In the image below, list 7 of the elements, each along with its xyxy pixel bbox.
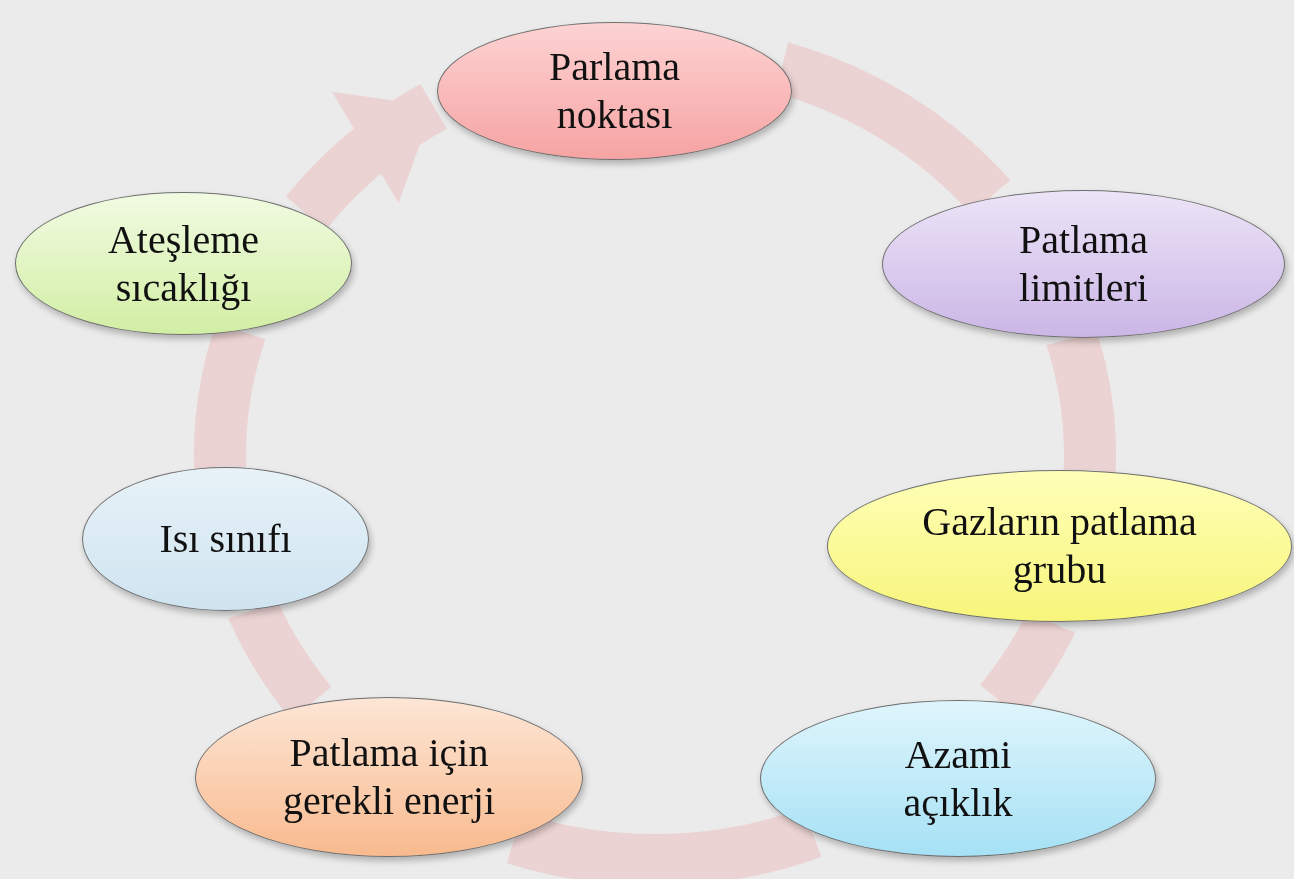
- node-label: Parlama noktası: [547, 43, 682, 139]
- node-label: Gazların patlama grubu: [921, 498, 1198, 594]
- node-label: Patlama limitleri: [1018, 216, 1149, 312]
- node-label: Ateşleme sıcaklığı: [106, 215, 261, 312]
- node-label: Patlama için gerekli enerji: [281, 729, 497, 825]
- node-label: Isı sınıfı: [158, 515, 293, 563]
- node-label: Azami açıklık: [902, 730, 1014, 827]
